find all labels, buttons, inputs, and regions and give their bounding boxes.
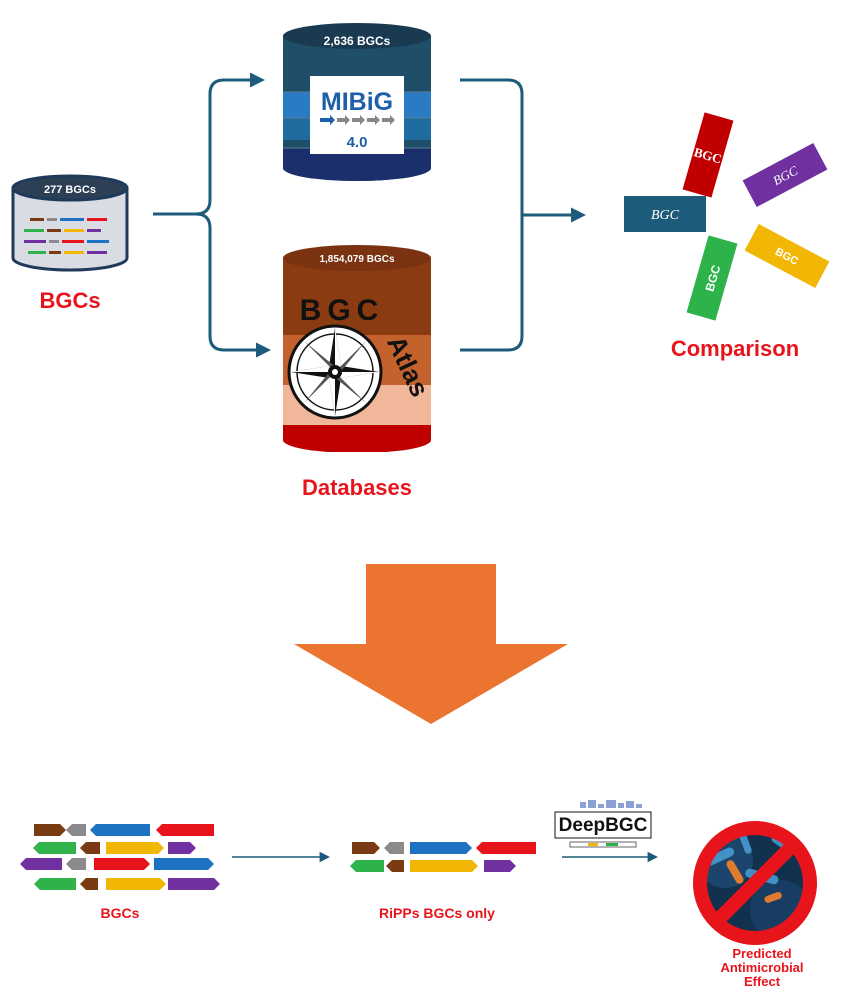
atlas-logo-word-bgc: BGC: [300, 294, 385, 327]
ripps-gene-clusters: [350, 842, 536, 872]
mibig-logo: MIBiG 4.0: [310, 76, 404, 154]
input-count-label: 277 BGCs: [44, 184, 96, 196]
compass-rose-icon: [287, 324, 383, 420]
databases-caption: Databases: [302, 475, 412, 500]
atlas-count-label: 1,854,079 BGCs: [319, 254, 394, 265]
ripps-caption: RiPPs BGCs only: [379, 905, 495, 921]
mibig-database: 2,636 BGCs MIBiG 4.0: [283, 23, 431, 181]
comparison-pinwheel: BGC BGC BGC BGC BGC: [624, 112, 830, 321]
mibig-count-label: 2,636 BGCs: [324, 34, 391, 48]
all-bgcs-gene-clusters: [20, 824, 220, 890]
result-caption-line-2: Antimicrobial: [720, 960, 803, 975]
deepbgc-logo: DeepBGC: [554, 800, 652, 848]
comparison-petal: BGC: [744, 223, 830, 289]
mibig-version: 4.0: [347, 134, 368, 151]
comparison-caption: Comparison: [671, 336, 799, 361]
result-caption-line-3: Effect: [744, 974, 781, 989]
split-arrows: [153, 72, 271, 358]
mibig-logo-text: MIBiG: [321, 88, 393, 116]
deepbgc-logo-text: DeepBGC: [559, 815, 648, 836]
bgc-atlas-database: 1,854,079 BGCs BGC Atlas: [283, 245, 435, 452]
result-caption: Predicted Antimicrobial Effect: [720, 946, 803, 989]
input-bgc-database: 277 BGCs: [11, 174, 129, 272]
result-caption-line-1: Predicted: [732, 946, 791, 961]
bottom-bgcs-caption: BGCs: [101, 905, 140, 921]
input-gene-lines: [24, 218, 109, 254]
no-bacteria-icon: [693, 821, 817, 945]
comparison-petal: BGC: [742, 142, 828, 208]
big-down-arrow: [294, 564, 568, 724]
merge-arrows: [460, 78, 586, 352]
svg-text:BGC: BGC: [692, 144, 723, 166]
comparison-petal: BGC: [624, 196, 706, 232]
comparison-petal: BGC: [682, 112, 734, 198]
comparison-petal: BGC: [686, 235, 738, 321]
input-bgcs-caption: BGCs: [39, 288, 100, 313]
svg-text:BGC: BGC: [651, 208, 680, 223]
